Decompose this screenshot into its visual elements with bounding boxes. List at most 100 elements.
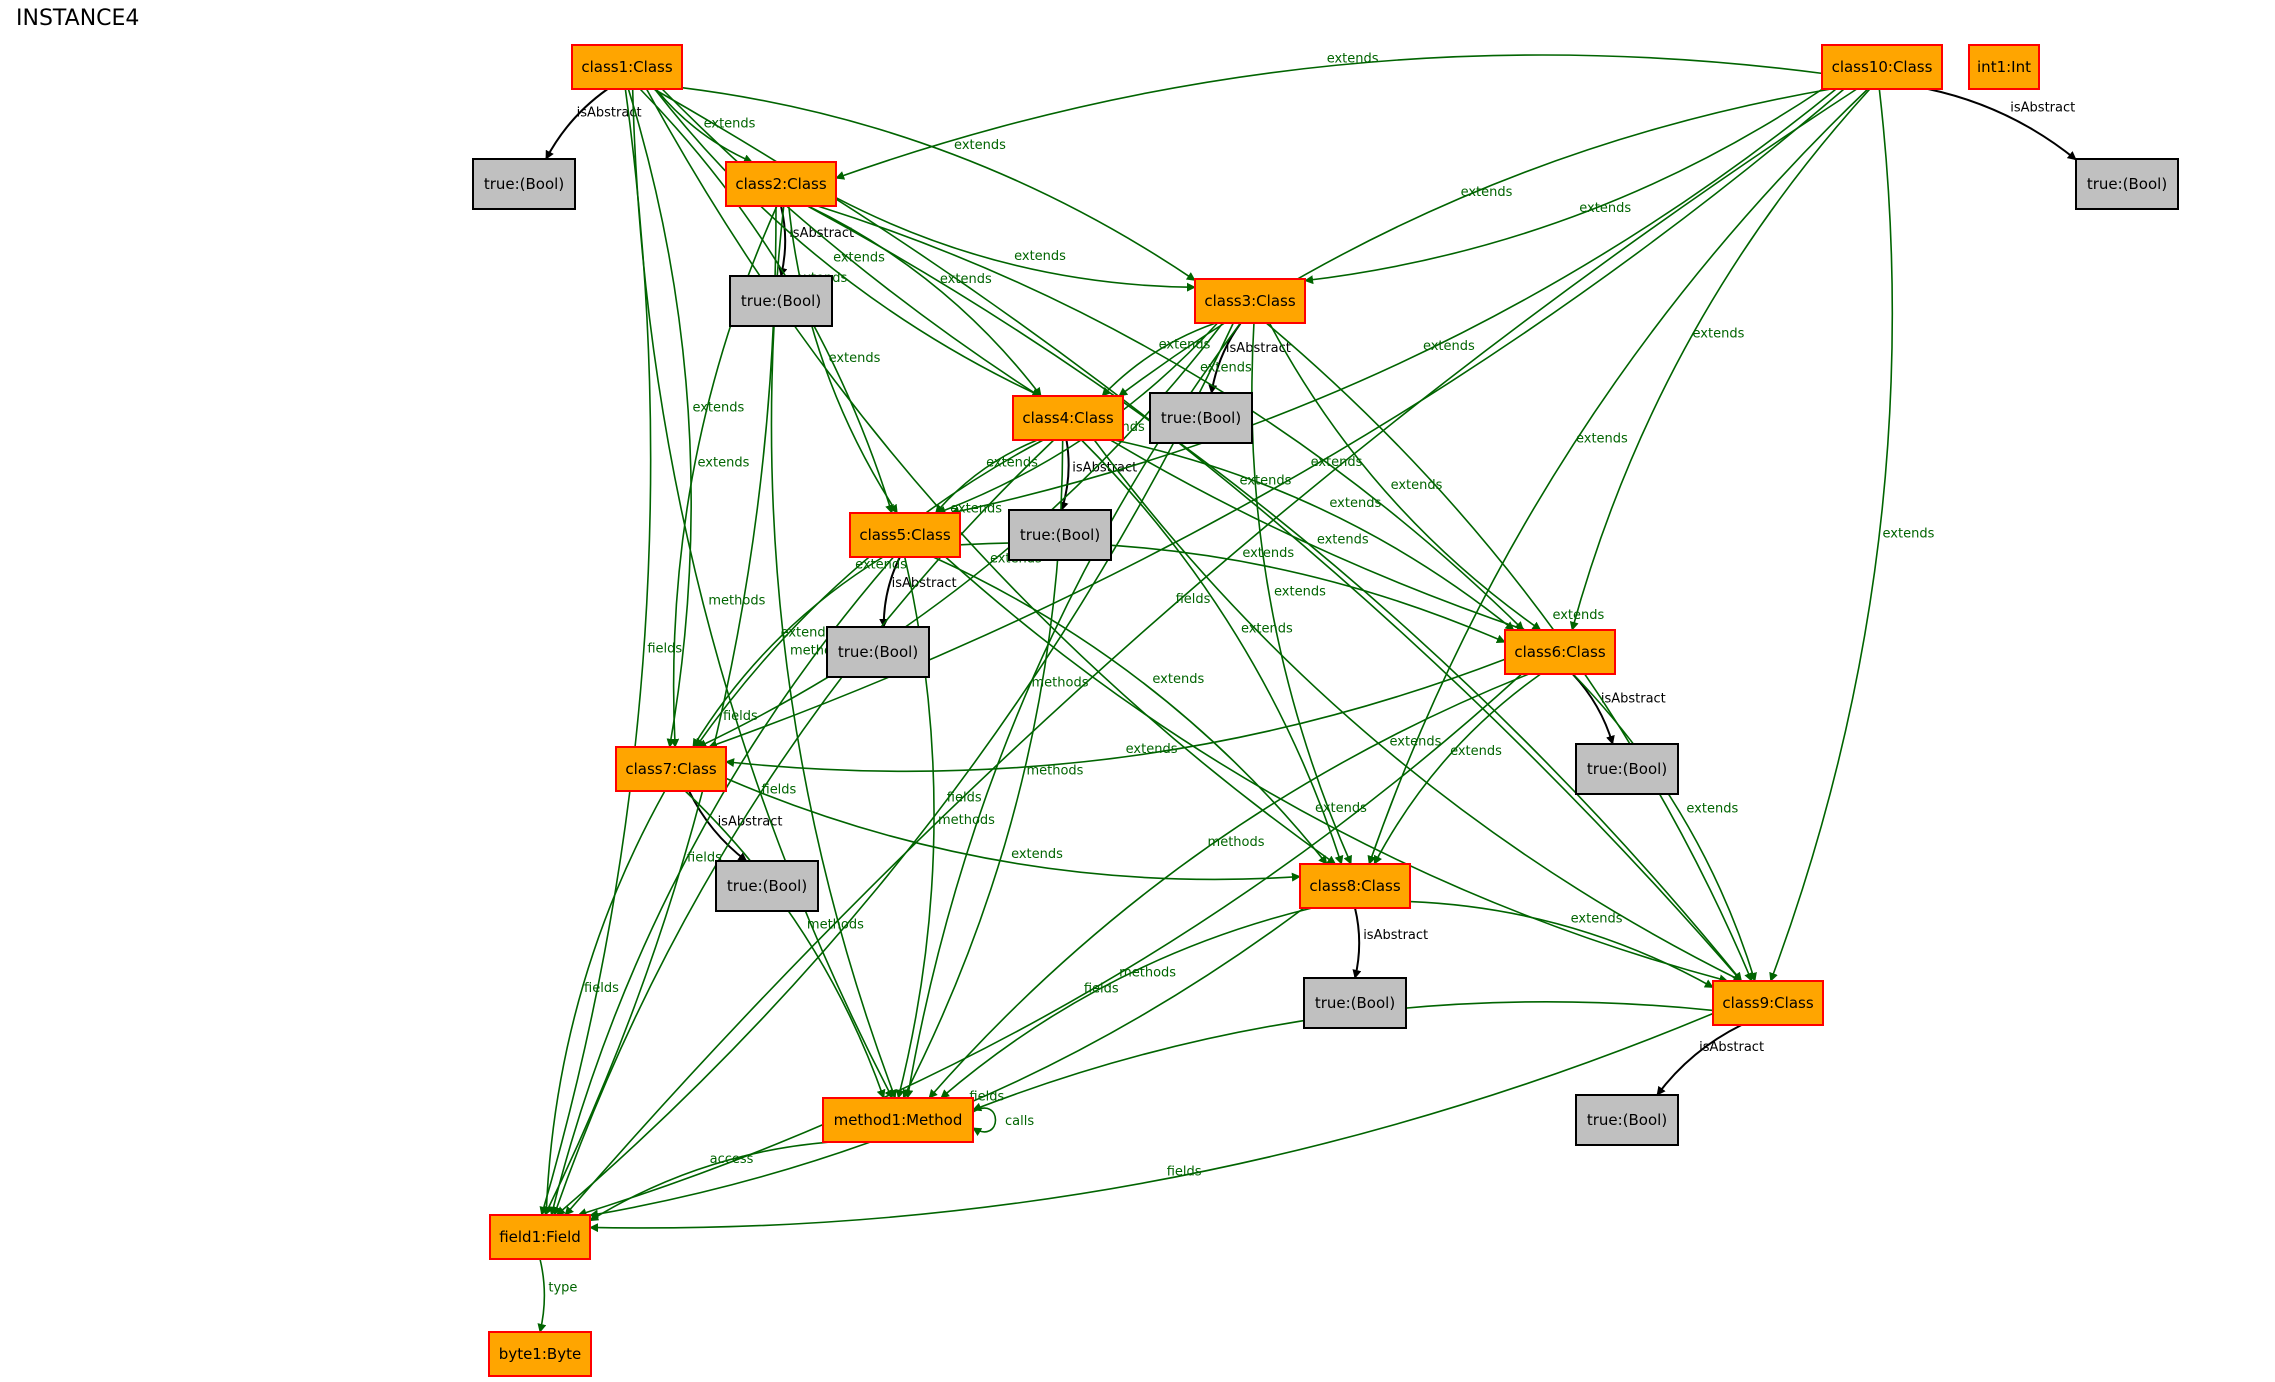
- node-class2[interactable]: class2:Class: [725, 161, 837, 207]
- node-b3[interactable]: true:(Bool): [1149, 392, 1253, 444]
- edge-line: [549, 556, 895, 1216]
- edge-label: extends: [833, 251, 885, 266]
- edge-label: isAbstract: [1226, 341, 1291, 356]
- edge-line: [1265, 322, 1753, 982]
- edge-label: extends: [986, 455, 1038, 470]
- node-class5[interactable]: class5:Class: [849, 512, 961, 558]
- edge-class3-class6: extends: [1268, 322, 1542, 631]
- edge-line: [950, 88, 1837, 516]
- node-method1[interactable]: method1:Method: [822, 1097, 974, 1143]
- edge-line: [1093, 439, 1743, 982]
- edges-layer: isAbstract isAbstract isAbstract isAbstract…: [537, 52, 2077, 1333]
- node-class8[interactable]: class8:Class: [1299, 863, 1411, 909]
- node-b9[interactable]: true:(Bool): [1575, 1094, 1679, 1146]
- edge-class8-method1: methods: [940, 907, 1313, 1099]
- edge-class1-class9: extends: [653, 88, 1742, 982]
- edge-label: extends: [1159, 338, 1211, 353]
- node-b1[interactable]: true:(Bool): [472, 158, 576, 210]
- edge-line: [695, 439, 1044, 748]
- edge-label: extends: [1391, 478, 1443, 493]
- edge-label: extends: [1461, 185, 1513, 200]
- node-label: true:(Bool): [1020, 526, 1100, 544]
- edge-line: [1268, 322, 1542, 631]
- edge-method1-field1: access: [589, 1141, 831, 1222]
- node-b10[interactable]: true:(Bool): [2075, 158, 2179, 210]
- edge-label: extends: [1011, 847, 1063, 862]
- edge-class3-class8: extends: [1251, 322, 1352, 865]
- edge-line: [589, 1141, 831, 1222]
- edge-class2-class5: extends: [787, 205, 898, 514]
- edge-label: methods: [1026, 764, 1083, 779]
- edge-line: [654, 88, 1042, 397]
- node-label: true:(Bool): [1315, 994, 1395, 1012]
- node-b7[interactable]: true:(Bool): [715, 860, 819, 912]
- node-box: [571, 44, 683, 90]
- edge-label: isAbstract: [1601, 692, 1666, 707]
- node-class1[interactable]: class1:Class: [571, 44, 683, 90]
- edge-class9-b9: isAbstract: [1656, 1024, 1764, 1096]
- edge-class1-field1: fields: [539, 88, 682, 1216]
- node-field1[interactable]: field1:Field: [489, 1214, 591, 1260]
- node-b5[interactable]: true:(Bool): [826, 626, 930, 678]
- node-class3[interactable]: class3:Class: [1194, 278, 1306, 324]
- edge-class10-class9: extends: [1769, 88, 1935, 982]
- edge-label: fields: [1176, 592, 1211, 607]
- edge-class4-class7: extends: [695, 439, 1044, 748]
- edge-line: [1080, 439, 1344, 865]
- edge-class5-class8: extends: [932, 556, 1328, 865]
- node-label: true:(Bool): [1587, 760, 1667, 778]
- node-b6[interactable]: true:(Bool): [1575, 743, 1679, 795]
- edge-line: [1569, 88, 1871, 631]
- edge-class4-b4: isAbstract: [1059, 439, 1137, 511]
- node-box: [1504, 629, 1616, 675]
- edge-label: extends: [1240, 474, 1292, 489]
- node-byte1[interactable]: byte1:Byte: [488, 1331, 592, 1377]
- edge-line: [556, 322, 1235, 1216]
- edge-label: fields: [584, 981, 619, 996]
- edge-label: isAbstract: [789, 226, 854, 241]
- node-int1[interactable]: int1:Int: [1968, 44, 2040, 90]
- node-box: [822, 1097, 974, 1143]
- edge-label: extends: [692, 401, 744, 416]
- edge-label: fields: [762, 783, 797, 798]
- edge-label: isAbstract: [718, 814, 783, 829]
- edge-class6-b6: isAbstract: [1571, 673, 1666, 745]
- edge-label: methods: [938, 813, 995, 828]
- edge-class1-class2: extends: [655, 88, 756, 163]
- edge-class4-class5: extends: [935, 439, 1038, 514]
- node-label: class3:Class: [1204, 292, 1295, 310]
- edge-label: type: [548, 1281, 577, 1296]
- node-label: class7:Class: [625, 760, 716, 778]
- edge-line: [692, 556, 884, 748]
- edge-class10-b10: isAbstract: [1927, 88, 2077, 161]
- edge-label: extends: [698, 455, 750, 470]
- diagram-title: INSTANCE4: [16, 6, 140, 31]
- node-label: field1:Field: [499, 1228, 581, 1246]
- edge-line: [544, 205, 777, 1216]
- node-class9[interactable]: class9:Class: [1712, 980, 1824, 1026]
- node-class6[interactable]: class6:Class: [1504, 629, 1616, 675]
- node-label: method1:Method: [834, 1111, 963, 1129]
- node-box: [489, 1214, 591, 1260]
- node-class4[interactable]: class4:Class: [1012, 395, 1124, 441]
- node-b4[interactable]: true:(Bool): [1008, 509, 1112, 561]
- node-class10[interactable]: class10:Class: [1821, 44, 1943, 90]
- edge-label: calls: [1005, 1114, 1034, 1129]
- node-label: true:(Bool): [727, 877, 807, 895]
- node-box: [1575, 743, 1679, 795]
- edge-line: [541, 790, 666, 1216]
- edge-method1-method1: calls: [972, 1107, 1034, 1137]
- edge-label: extends: [1450, 744, 1502, 759]
- node-b2[interactable]: true:(Bool): [729, 275, 833, 327]
- edge-line: [928, 673, 1530, 1099]
- edge-class2-class9: extends: [807, 205, 1743, 982]
- edge-label: extends: [1423, 339, 1475, 354]
- edge-line: [835, 54, 1823, 180]
- edge-class10-class4: extends: [1118, 88, 1832, 397]
- edge-label: extends: [1576, 432, 1628, 447]
- edge-line: [940, 907, 1313, 1099]
- node-class7[interactable]: class7:Class: [615, 746, 727, 792]
- edge-line: [684, 790, 886, 1099]
- node-b8[interactable]: true:(Bool): [1303, 977, 1407, 1029]
